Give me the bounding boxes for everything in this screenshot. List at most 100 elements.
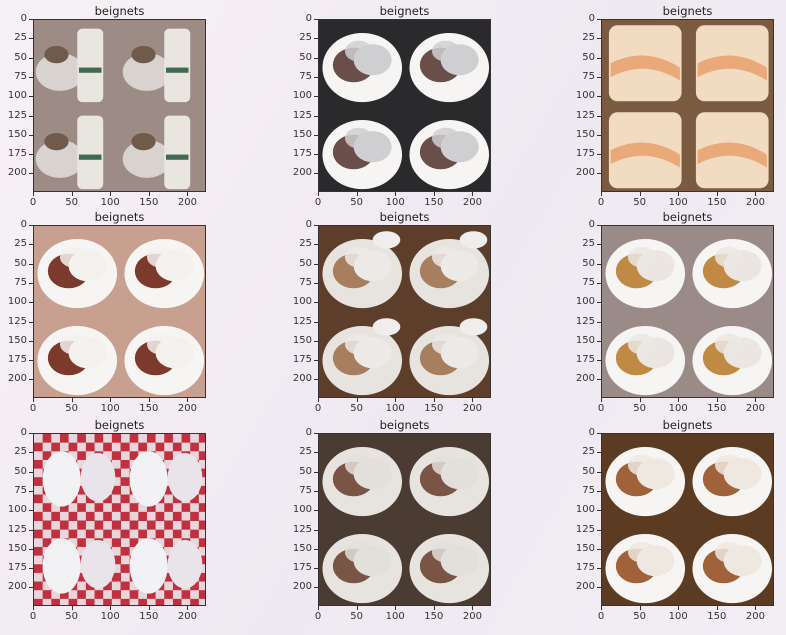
y-tick-label: 25 bbox=[14, 32, 27, 44]
x-tick-label: 200 bbox=[462, 611, 482, 622]
check-square bbox=[155, 589, 164, 599]
tile-illustration bbox=[608, 111, 682, 188]
image-tile bbox=[34, 312, 121, 397]
y-tick-mark bbox=[29, 471, 33, 473]
check-square bbox=[34, 485, 43, 495]
check-square bbox=[111, 511, 121, 521]
image-tile bbox=[120, 20, 205, 107]
y-tick-label: 125 bbox=[575, 523, 595, 535]
image-tile bbox=[688, 434, 773, 521]
check-square bbox=[129, 529, 138, 538]
check-square bbox=[103, 503, 112, 512]
x-tick-mark bbox=[755, 398, 757, 402]
tile-illustration bbox=[605, 533, 686, 603]
beignet-shape bbox=[44, 132, 69, 150]
tile-illustration bbox=[322, 533, 403, 603]
y-tick-mark bbox=[314, 490, 318, 492]
y-tick-label: 200 bbox=[575, 167, 595, 179]
y-tick-label: 125 bbox=[7, 523, 27, 535]
check-square bbox=[181, 529, 190, 538]
x-tick-mark bbox=[148, 192, 150, 196]
tile-illustration bbox=[691, 238, 772, 309]
y-tick-label: 150 bbox=[7, 542, 27, 554]
x-tick-mark bbox=[71, 192, 73, 196]
check-square bbox=[163, 442, 173, 452]
y-tick-label: 150 bbox=[575, 334, 595, 346]
y-tick-mark bbox=[29, 452, 33, 454]
check-square bbox=[68, 434, 78, 443]
y-tick-mark bbox=[314, 173, 318, 175]
check-square bbox=[198, 563, 205, 573]
image-axes bbox=[601, 19, 774, 192]
tile-illustration bbox=[608, 25, 682, 102]
check-square bbox=[111, 494, 121, 504]
beignet-shape bbox=[167, 453, 202, 502]
y-tick-mark bbox=[314, 134, 318, 136]
y-tick-label: 100 bbox=[7, 296, 27, 308]
image-tile bbox=[405, 520, 490, 605]
y-tick-mark bbox=[597, 548, 601, 550]
check-square bbox=[59, 511, 69, 521]
y-tick-mark bbox=[597, 321, 601, 323]
y-tick-label: 200 bbox=[7, 167, 27, 179]
x-tick-label: 0 bbox=[29, 197, 37, 208]
sugar-shape bbox=[714, 454, 743, 476]
check-square bbox=[120, 451, 130, 460]
y-tick-label: 0 bbox=[20, 427, 27, 438]
y-tick-mark bbox=[597, 19, 601, 20]
beignet-shape bbox=[80, 453, 116, 502]
check-square bbox=[137, 520, 147, 530]
y-tick-label: 0 bbox=[588, 427, 595, 438]
image-tile bbox=[319, 520, 406, 605]
check-square bbox=[172, 520, 182, 530]
check-square bbox=[34, 555, 43, 564]
check-square bbox=[111, 598, 121, 605]
image-tile bbox=[120, 520, 205, 605]
y-tick-mark bbox=[597, 529, 601, 531]
y-tick-mark bbox=[29, 96, 33, 98]
y-tick-mark bbox=[314, 302, 318, 304]
y-tick-mark bbox=[29, 510, 33, 512]
image-axes bbox=[33, 433, 206, 606]
tile-illustration bbox=[408, 533, 489, 603]
y-tick-mark bbox=[314, 76, 318, 78]
check-square bbox=[68, 451, 78, 460]
x-tick-mark bbox=[318, 192, 319, 196]
y-tick-label: 75 bbox=[299, 276, 312, 288]
image-tile bbox=[319, 20, 406, 107]
x-tick-mark bbox=[395, 192, 397, 196]
check-square bbox=[189, 503, 199, 512]
check-square bbox=[42, 442, 52, 452]
x-tick-mark bbox=[187, 606, 189, 610]
y-tick-mark bbox=[597, 57, 601, 59]
x-tick-mark bbox=[601, 606, 602, 610]
x-tick-mark bbox=[639, 398, 641, 402]
subplot-title: beignets bbox=[662, 418, 713, 432]
sugar-shape bbox=[431, 40, 460, 62]
subplot-title: beignets bbox=[379, 4, 430, 18]
image-tile bbox=[319, 106, 406, 191]
y-tick-mark bbox=[29, 76, 33, 78]
check-square bbox=[146, 442, 156, 452]
x-tick-label: 100 bbox=[100, 403, 120, 414]
x-tick-mark bbox=[395, 606, 397, 610]
y-tick-label: 150 bbox=[292, 334, 312, 346]
x-tick-mark bbox=[33, 606, 34, 610]
check-square bbox=[59, 442, 69, 452]
y-tick-mark bbox=[597, 490, 601, 492]
image-axes bbox=[33, 19, 206, 192]
x-tick-mark bbox=[71, 398, 73, 402]
x-tick-label: 0 bbox=[314, 403, 322, 414]
check-square bbox=[68, 520, 78, 530]
x-tick-mark bbox=[433, 192, 435, 196]
image-axes bbox=[33, 225, 206, 398]
image-tile bbox=[34, 520, 121, 605]
y-tick-mark bbox=[597, 225, 601, 226]
y-tick-mark bbox=[29, 340, 33, 342]
y-tick-mark bbox=[29, 263, 33, 265]
x-tick-label: 200 bbox=[462, 197, 482, 208]
x-tick-label: 200 bbox=[462, 403, 482, 414]
y-tick-mark bbox=[29, 360, 33, 362]
check-square bbox=[129, 581, 138, 590]
